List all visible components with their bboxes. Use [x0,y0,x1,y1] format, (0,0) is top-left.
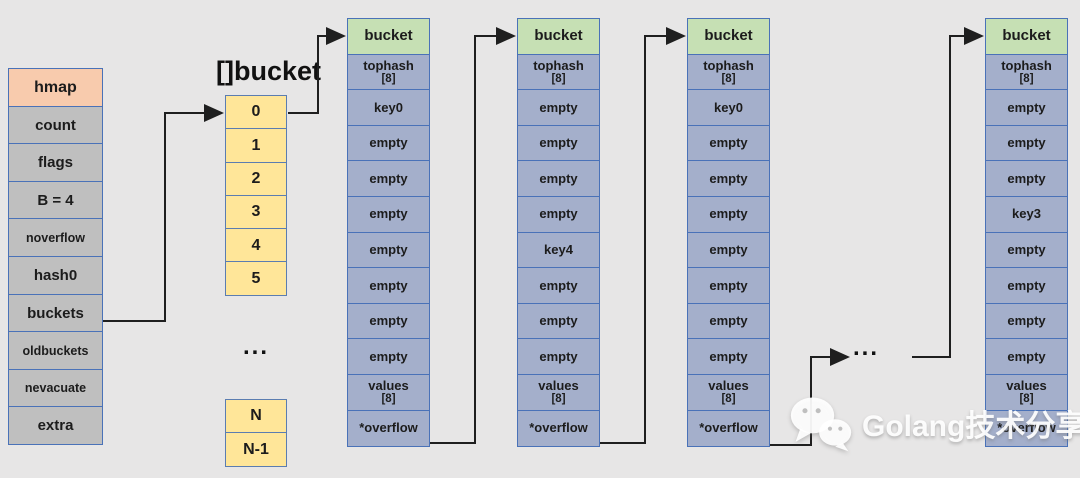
bucket-slot: empty [687,338,770,376]
array-cell-n: N [225,399,287,434]
values-size: [8] [381,393,396,406]
array-cell-0: 0 [225,95,287,130]
values-label: values [708,378,749,394]
bucket-array: 0 1 2 3 4 5 [225,95,287,297]
bucket-column-4: bucket tophash [8] empty empty empty key… [985,18,1068,447]
bucket-array-label: []bucket [216,56,322,86]
bucket-column-2: bucket tophash [8] empty empty empty emp… [517,18,600,447]
bucket-header: bucket [687,18,770,55]
bucket-values: values [8] [347,374,430,412]
bucket-slot: empty [985,267,1068,305]
bucket-slot: empty [517,267,600,305]
bucket-slot: empty [985,231,1068,269]
bucket-slot: empty [347,338,430,376]
bucket-slot: empty [347,302,430,340]
array-cell-n1: N-1 [225,432,287,467]
values-size: [8] [721,393,736,406]
bucket-slot: empty [347,124,430,162]
tophash-label: tophash [363,57,414,73]
bucket-slot: empty [687,196,770,234]
bucket-slot: key0 [347,89,430,127]
hmap-field-nevacuate: nevacuate [8,368,103,408]
values-label: values [368,378,409,394]
tophash-label: tophash [703,57,754,73]
hmap-field-b: B = 4 [8,180,103,220]
bucket-slot: empty [517,89,600,127]
bucket-slot: empty [687,302,770,340]
bucket-slot: empty [347,231,430,269]
bucket-slot: empty [687,267,770,305]
bucket-header: bucket [517,18,600,55]
array-cell-4: 4 [225,228,287,263]
bucket-header: bucket [347,18,430,55]
hmap-field-flags: flags [8,143,103,183]
bucket-overflow: *overflow [687,409,770,447]
bucket-slot: empty [985,160,1068,198]
bucket-slot: empty [517,124,600,162]
values-label: values [1006,378,1047,394]
bucket-tophash: tophash [8] [517,53,600,91]
bucket-values: values [8] [687,374,770,412]
hmap-field-extra: extra [8,406,103,446]
hmap-field-hash0: hash0 [8,256,103,296]
bucket-slot: empty [347,196,430,234]
tophash-size: [8] [1019,72,1034,85]
bucket-slot: key0 [687,89,770,127]
bucket-slot: empty [347,160,430,198]
watermark-text: Golang技术分享 [862,410,1080,443]
bucket-slot: empty [985,89,1068,127]
values-size: [8] [1019,393,1034,406]
bucket-slot: empty [985,124,1068,162]
bucket-header: bucket [985,18,1068,55]
bucket-slot: empty [517,160,600,198]
bucket-values: values [8] [985,374,1068,412]
bucket-overflow: *overflow [347,409,430,447]
wechat-icon [790,397,852,452]
tophash-size: [8] [381,72,396,85]
bucket-tophash: tophash [8] [985,53,1068,91]
hmap-struct: hmap count flags B = 4 noverflow hash0 b… [8,68,103,446]
overflow-chain-ellipsis: ... [853,334,880,361]
hmap-field-count: count [8,105,103,145]
bucket-slot: key4 [517,231,600,269]
bucket-column-1: bucket tophash [8] key0 empty empty empt… [347,18,430,447]
array-cell-2: 2 [225,161,287,197]
tophash-size: [8] [721,72,736,85]
values-label: values [538,378,579,394]
bucket-slot: empty [985,338,1068,376]
bucket-slot: empty [985,302,1068,340]
bucket-slot: empty [687,160,770,198]
watermark: Golang技术分享 [788,394,1080,452]
bucket-overflow: *overflow [985,409,1068,447]
bucket-slot: key3 [985,196,1068,234]
array-ellipsis: ... [243,333,270,360]
tophash-size: [8] [551,72,566,85]
bucket-overflow: *overflow [517,409,600,447]
arrow-overflow1-to-bucket2 [430,27,516,444]
bucket-tophash: tophash [8] [687,53,770,91]
array-cell-5: 5 [225,261,287,297]
bucket-tophash: tophash [8] [347,53,430,91]
array-cell-1: 1 [225,128,287,163]
arrow-buckets-to-array [103,104,224,322]
tophash-label: tophash [1001,57,1052,73]
values-size: [8] [551,393,566,406]
bucket-column-3: bucket tophash [8] key0 empty empty empt… [687,18,770,447]
bucket-slot: empty [687,231,770,269]
tophash-label: tophash [533,57,584,73]
bucket-slot: empty [687,124,770,162]
hmap-title-cell: hmap [8,68,103,107]
bucket-array-tail: N N-1 [225,399,287,467]
bucket-slot: empty [517,196,600,234]
bucket-slot: empty [517,302,600,340]
hmap-field-noverflow: noverflow [8,218,103,258]
array-cell-3: 3 [225,194,287,230]
arrow-overflow2-to-bucket3 [600,27,686,444]
bucket-slot: empty [347,267,430,305]
bucket-values: values [8] [517,374,600,412]
arrow-ellipsis-to-bucket4 [912,27,984,358]
hmap-field-buckets: buckets [8,293,103,333]
bucket-slot: empty [517,338,600,376]
hmap-field-oldbuckets: oldbuckets [8,331,103,371]
